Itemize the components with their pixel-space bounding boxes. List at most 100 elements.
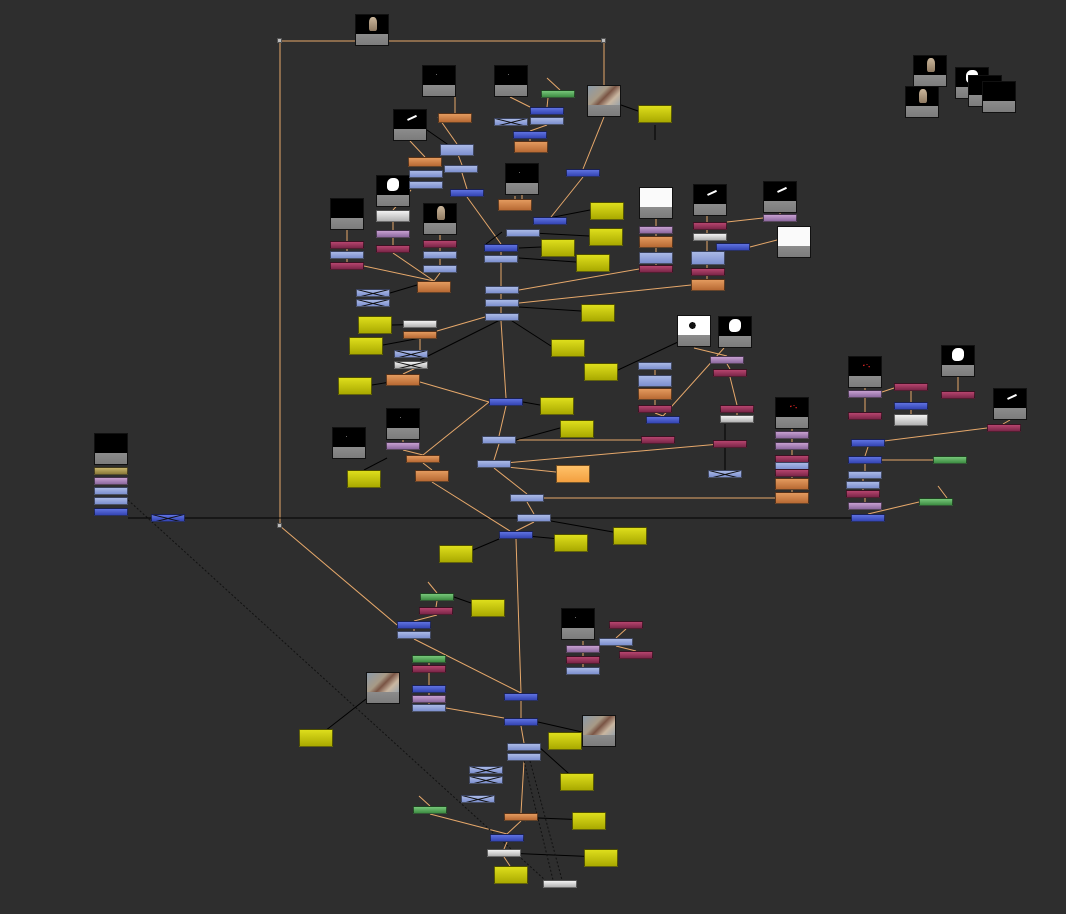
node[interactable] (94, 467, 128, 475)
viewer-node[interactable] (349, 337, 383, 355)
read-node-thumbnail[interactable] (355, 14, 389, 46)
viewer-node[interactable] (554, 534, 588, 552)
read-node-thumbnail[interactable] (993, 388, 1027, 420)
node[interactable] (543, 880, 577, 888)
node[interactable] (485, 286, 519, 294)
node[interactable] (397, 631, 431, 639)
node[interactable] (848, 412, 882, 420)
viewer-node[interactable] (494, 866, 528, 884)
node[interactable] (693, 222, 727, 230)
node[interactable] (763, 214, 797, 222)
viewer-node[interactable] (576, 254, 610, 272)
viewer-node[interactable] (347, 470, 381, 488)
viewer-node[interactable] (581, 304, 615, 322)
viewer-node[interactable] (584, 363, 618, 381)
node[interactable] (376, 230, 410, 238)
node[interactable] (566, 667, 600, 675)
node[interactable] (646, 416, 680, 424)
read-node-thumbnail[interactable] (587, 85, 621, 117)
read-node-thumbnail[interactable] (376, 175, 410, 207)
read-node-thumbnail[interactable] (763, 181, 797, 213)
viewer-node[interactable] (572, 812, 606, 830)
node[interactable] (477, 460, 511, 468)
node[interactable] (894, 414, 928, 426)
node[interactable] (848, 390, 882, 398)
viewer-node[interactable] (590, 202, 624, 220)
viewer-node[interactable] (471, 599, 505, 617)
viewer-node[interactable] (299, 729, 333, 747)
node[interactable] (397, 621, 431, 629)
node[interactable] (94, 477, 128, 485)
merge-node[interactable] (494, 118, 528, 126)
node[interactable] (848, 502, 882, 510)
node[interactable] (846, 481, 880, 489)
node[interactable] (517, 514, 551, 522)
node[interactable] (846, 490, 880, 498)
node[interactable] (376, 210, 410, 222)
read-node-thumbnail[interactable] (330, 198, 364, 230)
node[interactable] (94, 497, 128, 505)
node[interactable] (919, 498, 953, 506)
node[interactable] (639, 252, 673, 264)
viewer-node[interactable] (439, 545, 473, 563)
node[interactable] (482, 436, 516, 444)
node[interactable] (638, 375, 672, 387)
node[interactable] (848, 456, 882, 464)
read-node-thumbnail[interactable] (941, 345, 975, 377)
node[interactable] (693, 233, 727, 241)
node[interactable] (417, 281, 451, 293)
read-node-thumbnail[interactable] (422, 65, 456, 97)
node[interactable] (506, 229, 540, 237)
node[interactable] (412, 665, 446, 673)
node[interactable] (507, 753, 541, 761)
node[interactable] (638, 388, 672, 400)
node[interactable] (423, 251, 457, 259)
node[interactable] (376, 245, 410, 253)
node[interactable] (412, 655, 446, 663)
node[interactable] (423, 265, 457, 273)
node[interactable] (94, 487, 128, 495)
node[interactable] (504, 718, 538, 726)
node[interactable] (408, 157, 442, 167)
merge-node[interactable] (708, 470, 742, 478)
viewer-node[interactable] (638, 105, 672, 123)
read-node-thumbnail[interactable] (505, 163, 539, 195)
merge-node[interactable] (356, 299, 390, 307)
node[interactable] (713, 440, 747, 448)
node[interactable] (894, 402, 928, 410)
node[interactable] (639, 226, 673, 234)
node[interactable] (444, 165, 478, 173)
node[interactable] (713, 369, 747, 377)
node[interactable] (609, 621, 643, 629)
read-node-thumbnail[interactable] (393, 109, 427, 141)
viewer-node[interactable] (541, 239, 575, 257)
viewer-node[interactable] (613, 527, 647, 545)
node[interactable] (489, 398, 523, 406)
viewer-node[interactable] (560, 773, 594, 791)
read-node-thumbnail[interactable] (561, 608, 595, 640)
node[interactable] (412, 685, 446, 693)
read-node-thumbnail[interactable] (332, 427, 366, 459)
node[interactable] (450, 189, 484, 197)
node[interactable] (412, 695, 446, 703)
read-node-thumbnail[interactable] (94, 433, 128, 465)
read-node-thumbnail[interactable] (848, 356, 882, 388)
node[interactable] (638, 405, 672, 413)
dot-node[interactable] (277, 38, 282, 43)
node[interactable] (691, 268, 725, 276)
node[interactable] (641, 436, 675, 444)
node[interactable] (403, 320, 437, 328)
node[interactable] (403, 331, 437, 339)
read-node-thumbnail[interactable] (718, 316, 752, 348)
viewer-node[interactable] (560, 420, 594, 438)
node[interactable] (409, 170, 443, 178)
node[interactable] (720, 415, 754, 423)
node[interactable] (775, 492, 809, 504)
node[interactable] (409, 181, 443, 189)
viewer-node[interactable] (589, 228, 623, 246)
node[interactable] (504, 813, 538, 821)
node[interactable] (541, 90, 575, 98)
read-node-thumbnail[interactable] (693, 184, 727, 216)
node[interactable] (498, 199, 532, 211)
